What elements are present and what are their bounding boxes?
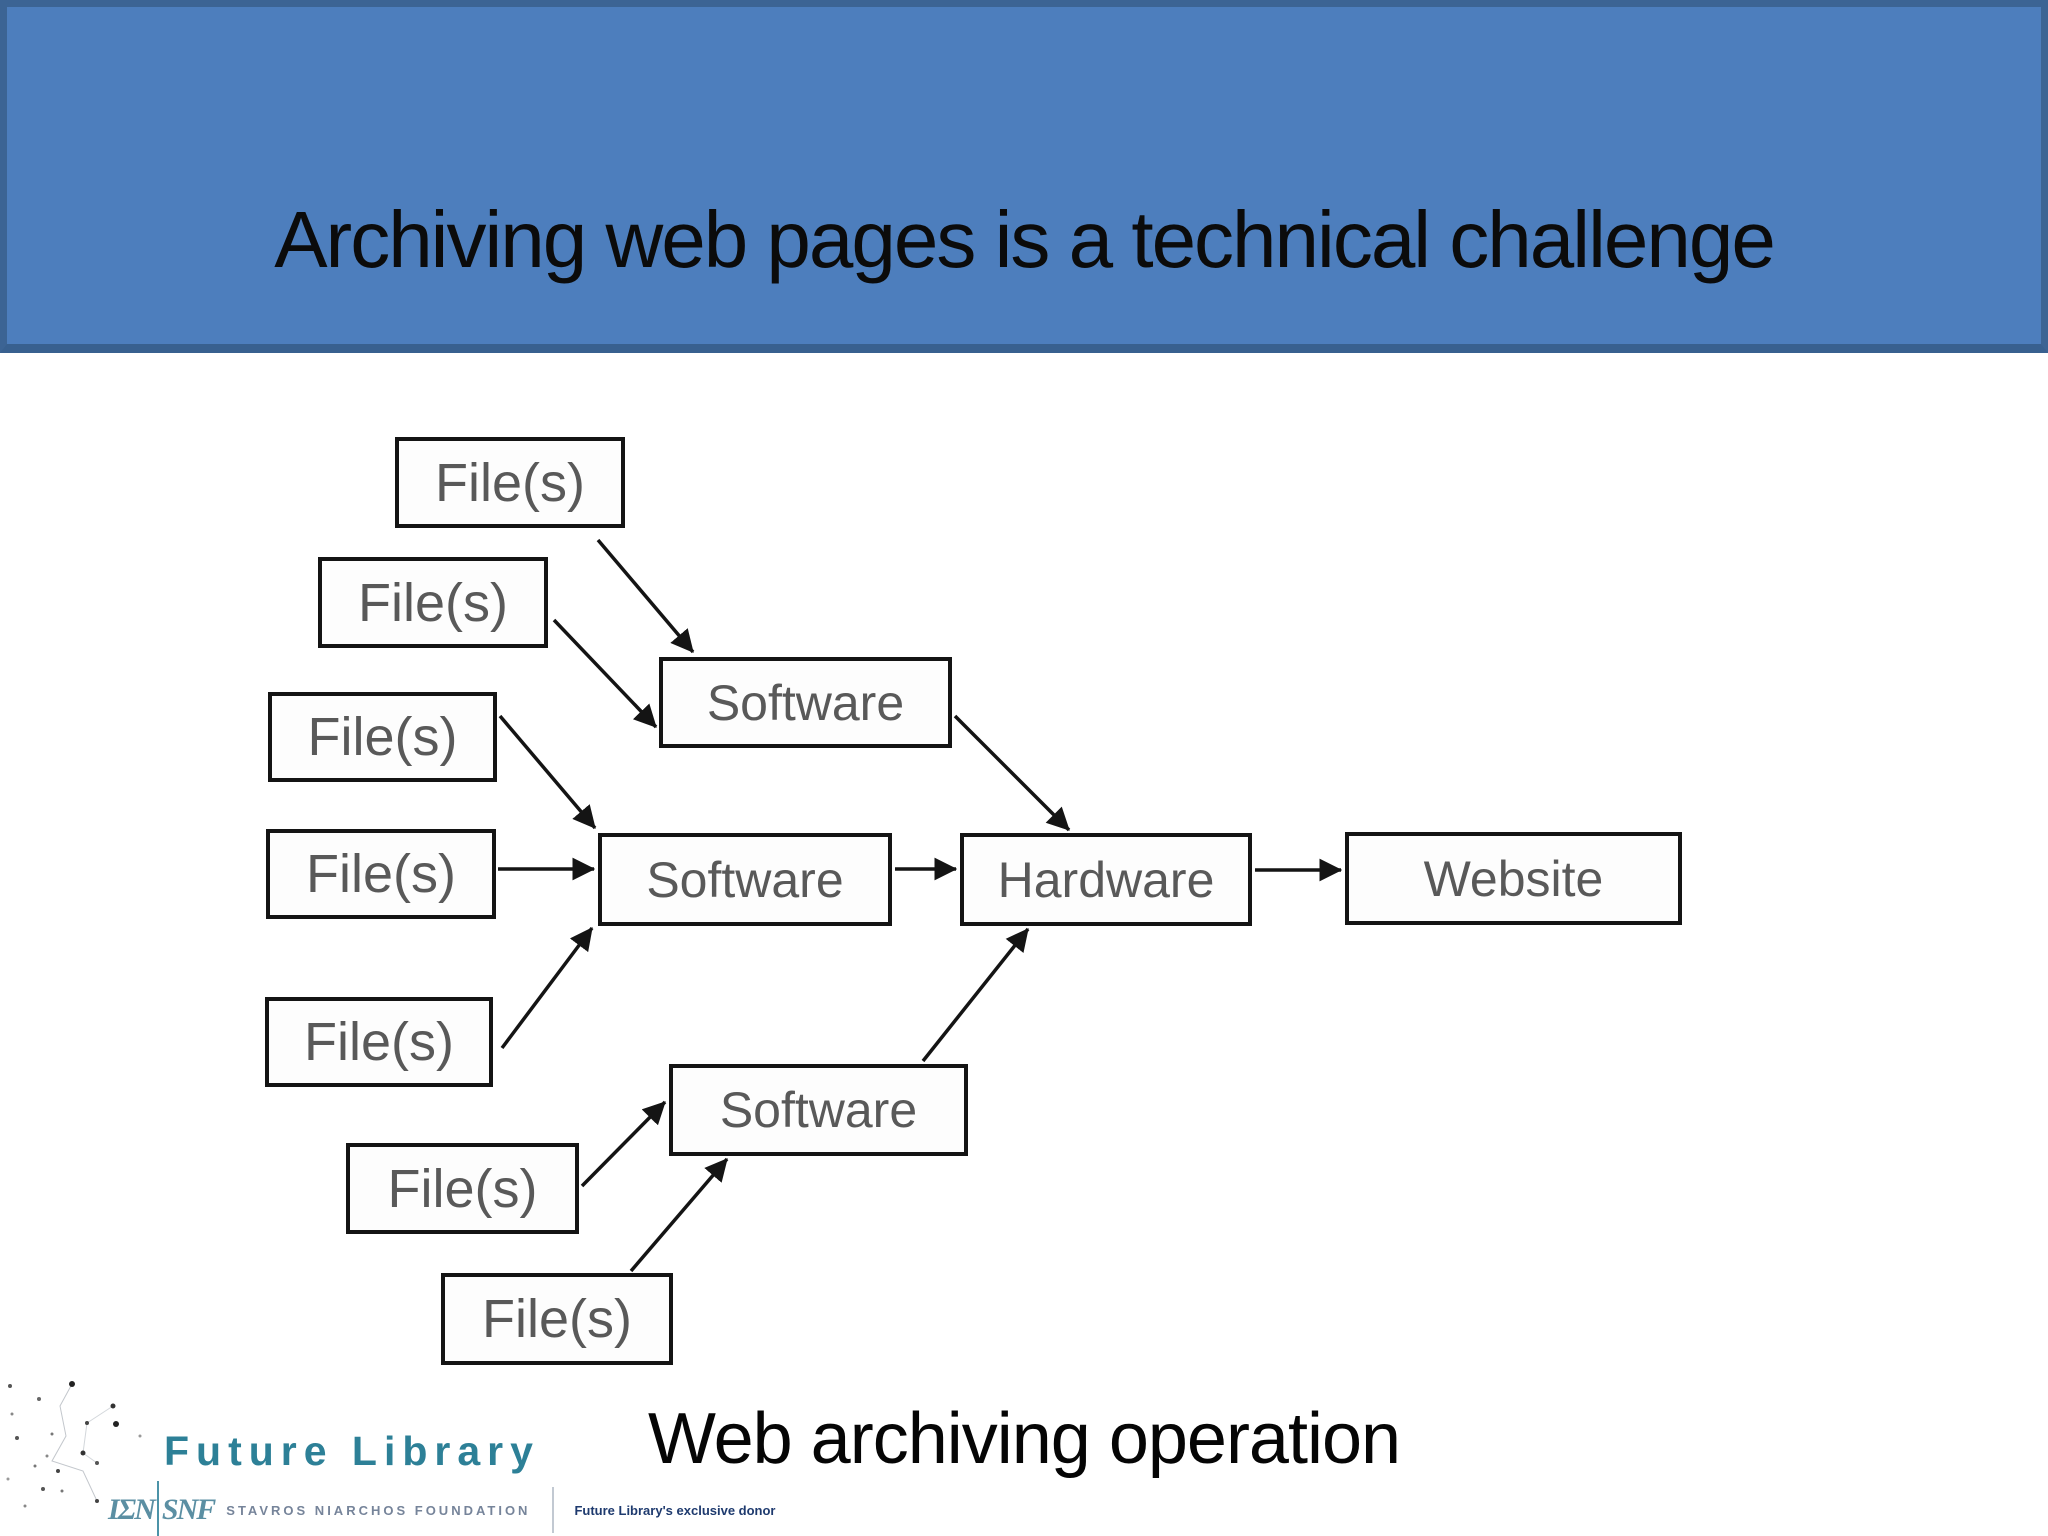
snf-mark-bar xyxy=(156,1481,159,1536)
node-label: Hardware xyxy=(997,851,1215,908)
node-label: Software xyxy=(719,1082,918,1138)
node-file-2: File(s) xyxy=(318,557,548,648)
slide-title: Archiving web pages is a technical chall… xyxy=(274,195,1776,284)
node-label: File(s) xyxy=(435,452,585,513)
node-file-1: File(s) xyxy=(395,437,625,528)
node-label: Website xyxy=(1423,850,1604,907)
arrow-file-2-to-software-1 xyxy=(552,618,658,729)
node-file-5: File(s) xyxy=(265,997,493,1087)
arrow-file-5-to-software-2 xyxy=(500,926,594,1050)
node-label: File(s) xyxy=(306,844,456,904)
diagram-caption: Web archiving operation xyxy=(647,1399,1401,1479)
arrow-software-3-to-hardware xyxy=(921,927,1030,1063)
donor-note: Future Library's exclusive donor xyxy=(574,1502,776,1518)
node-label: Software xyxy=(706,674,905,731)
node-label: File(s) xyxy=(482,1289,632,1349)
snf-logo-row: ΙΣΝ SNF STAVROS NIARCHOS FOUNDATION Futu… xyxy=(108,1481,776,1536)
title-banner: Archiving web pages is a technical chall… xyxy=(0,0,2048,353)
arrow-file-6-to-software-3 xyxy=(580,1100,667,1188)
node-website: Website xyxy=(1345,832,1682,925)
node-label: File(s) xyxy=(387,1158,538,1219)
node-software-3: Software xyxy=(669,1064,968,1156)
arrow-file-3-to-software-2 xyxy=(498,714,597,830)
node-software-1: Software xyxy=(659,657,952,748)
arrow-software-1-to-hardware xyxy=(953,714,1071,832)
arrow-file-1-to-software-1 xyxy=(596,538,695,654)
node-file-3: File(s) xyxy=(268,692,497,782)
node-label: File(s) xyxy=(358,572,508,633)
snf-mark-latin: SNF xyxy=(161,1493,216,1526)
node-label: File(s) xyxy=(307,707,458,767)
arrow-file-7-to-software-3 xyxy=(629,1157,729,1273)
node-label: Software xyxy=(646,851,844,908)
footer-divider xyxy=(552,1487,555,1533)
node-label: File(s) xyxy=(304,1012,454,1072)
foundation-name: STAVROS NIARCHOS FOUNDATION xyxy=(226,1502,531,1518)
snf-mark-greek: ΙΣΝ xyxy=(108,1493,156,1526)
node-file-6: File(s) xyxy=(346,1143,579,1234)
node-file-7: File(s) xyxy=(441,1273,673,1365)
node-hardware: Hardware xyxy=(960,833,1252,926)
future-library-wordmark: Future Library xyxy=(164,1428,540,1474)
node-software-2: Software xyxy=(598,833,892,926)
node-file-4: File(s) xyxy=(266,829,496,919)
constellation-graphic xyxy=(6,1381,142,1508)
snf-logo-icon: ΙΣΝ SNF xyxy=(108,1481,216,1536)
